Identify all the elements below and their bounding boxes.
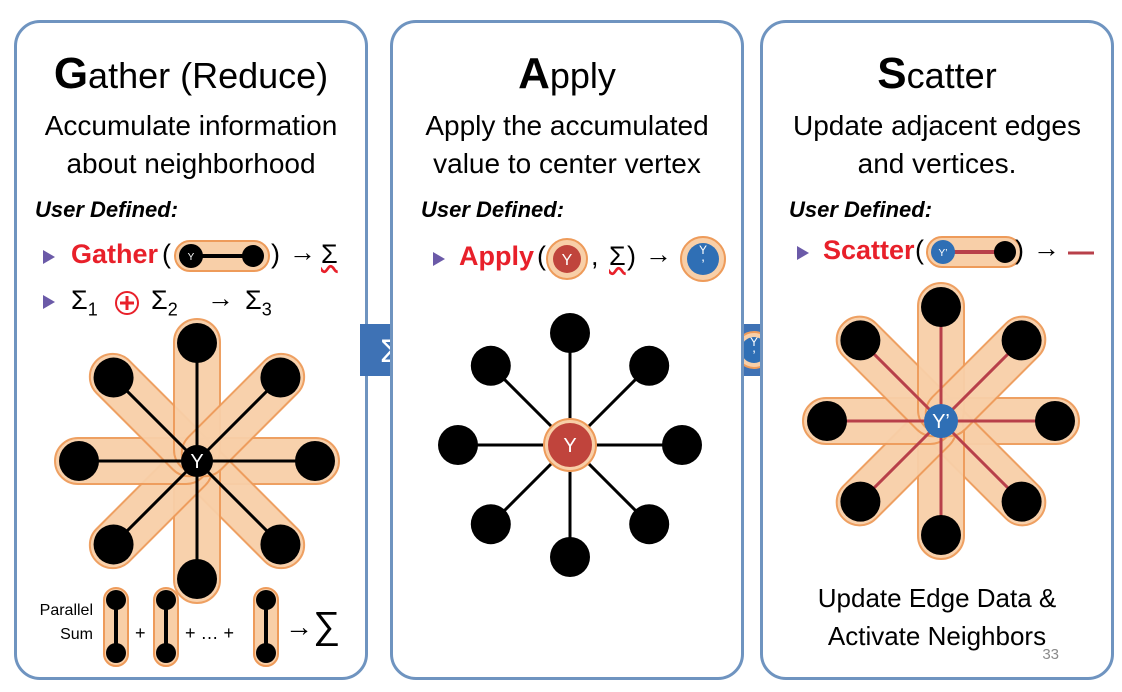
bullet-triangle-icon (43, 250, 55, 264)
gather-user-defined-label: User Defined: (35, 197, 179, 222)
gather-subtitle: Accumulate information about neighborhoo… (44, 110, 338, 179)
apply-fn-name: Apply (459, 241, 535, 271)
neighbor-vertex (177, 559, 217, 599)
plus-sign: + (135, 623, 146, 643)
circled-plus-icon (115, 291, 139, 315)
neighbor-vertex (921, 287, 961, 327)
apply-arrow-icon: → (645, 239, 672, 269)
apply-fn-open: ( (537, 241, 546, 271)
neighbor-vertex (260, 524, 301, 565)
apply-panel: Apply Apply the accumulated value to cen… (390, 20, 744, 680)
parallel-sum-label: Parallel Sum (39, 602, 93, 643)
center-vertex (924, 404, 958, 438)
scatter-star-graph: Y’ (802, 282, 1080, 560)
gather-fn-close: ) (271, 239, 280, 269)
gather-star-graph: Y (54, 318, 340, 604)
ellipsis-plus: + … + (185, 623, 235, 643)
sum-arrow-icon: → (207, 283, 234, 313)
sum-term-2: Σ2 (151, 285, 178, 320)
svg-text:Y: Y (188, 252, 195, 263)
neighbor-vertex (921, 515, 961, 555)
parallel-edge-icon-1 (103, 587, 129, 667)
neighbor-vertex (1001, 481, 1042, 522)
bullet-triangle-icon (43, 295, 55, 309)
scatter-edge-icon: Y’ (926, 236, 1022, 268)
page-number: 33 (1042, 646, 1059, 663)
apply-fn-comma: , (591, 241, 599, 271)
neighbor-vertex (93, 357, 134, 398)
gather-arrow-icon: → (289, 237, 316, 267)
bullet-triangle-icon (433, 252, 445, 266)
center-vertex-label: Y (563, 435, 576, 457)
parallel-edge-icon-2 (153, 587, 179, 667)
svg-text:’: ’ (701, 256, 704, 272)
apply-result-vertex-icon: Y ’ (680, 236, 726, 282)
scatter-subtitle: Update adjacent edges and vertices. (793, 110, 1081, 179)
scatter-title: Scatter (877, 49, 997, 98)
svg-text:Y: Y (699, 243, 707, 257)
scatter-caption: Update Edge Data & Activate Neighbors (817, 583, 1057, 651)
gather-fn-open: ( (162, 239, 171, 269)
neighbor-vertex (470, 345, 511, 386)
scatter-result-edge-icon (1068, 251, 1094, 255)
neighbor-vertex (177, 323, 217, 363)
neighbor-vertex (550, 313, 590, 353)
scatter-fn-name: Scatter (823, 235, 915, 265)
flow-arrow-y-label: Y (750, 335, 758, 349)
neighbor-vertex (1035, 401, 1075, 441)
scatter-fn-open: ( (915, 235, 924, 265)
neighbor-vertex (840, 320, 881, 361)
scatter-user-defined-label: User Defined: (789, 197, 933, 222)
gather-result-sigma: Σ (321, 239, 338, 269)
neighbor-vertex (295, 441, 335, 481)
scatter-fn-close: ) (1015, 235, 1024, 265)
neighbor-vertex (629, 504, 670, 545)
gather-title: Gather (Reduce) (53, 49, 329, 98)
flow-arrow-prime-label: ’ (752, 347, 755, 363)
apply-title: Apply (518, 49, 616, 98)
apply-fn-close: ) (627, 241, 636, 271)
center-vertex-label: Y’ (932, 411, 950, 433)
center-vertex-label: Y (190, 451, 203, 473)
svg-text:Y’: Y’ (939, 248, 948, 259)
apply-star-graph: Y (438, 313, 702, 577)
bullet-triangle-icon (797, 246, 809, 260)
center-vertex (548, 423, 592, 467)
parallel-arrow-icon: → (285, 611, 313, 642)
apply-fn-sigma: Σ (609, 241, 626, 271)
neighbor-vertex (662, 425, 702, 465)
neighbor-vertex (260, 357, 301, 398)
neighbor-vertex (550, 537, 590, 577)
gather-edge-icon: Y (174, 240, 270, 272)
sum-term-1: Σ1 (71, 285, 98, 320)
center-vertex (181, 445, 213, 477)
svg-text:Y: Y (562, 252, 573, 269)
apply-subtitle: Apply the accumulated value to center ve… (425, 110, 709, 179)
neighbor-vertex (470, 504, 511, 545)
scatter-panel: Scatter Update adjacent edges and vertic… (760, 20, 1114, 680)
neighbor-vertex (438, 425, 478, 465)
neighbor-vertex (629, 345, 670, 386)
gather-panel: Gather (Reduce) Accumulate information a… (14, 20, 368, 680)
neighbor-vertex (840, 481, 881, 522)
apply-vertex-arg-icon: Y (546, 238, 588, 280)
scatter-arrow-icon: → (1033, 233, 1060, 263)
parallel-edge-icon-3 (253, 587, 279, 667)
apply-user-defined-label: User Defined: (421, 197, 565, 222)
neighbor-vertex (59, 441, 99, 481)
neighbor-vertex (1001, 320, 1042, 361)
neighbor-vertex (807, 401, 847, 441)
sum-term-3: Σ3 (245, 285, 272, 320)
neighbor-vertex (93, 524, 134, 565)
parallel-sum-symbol: ∑ (313, 605, 341, 647)
gather-fn-name: Gather (71, 239, 159, 269)
